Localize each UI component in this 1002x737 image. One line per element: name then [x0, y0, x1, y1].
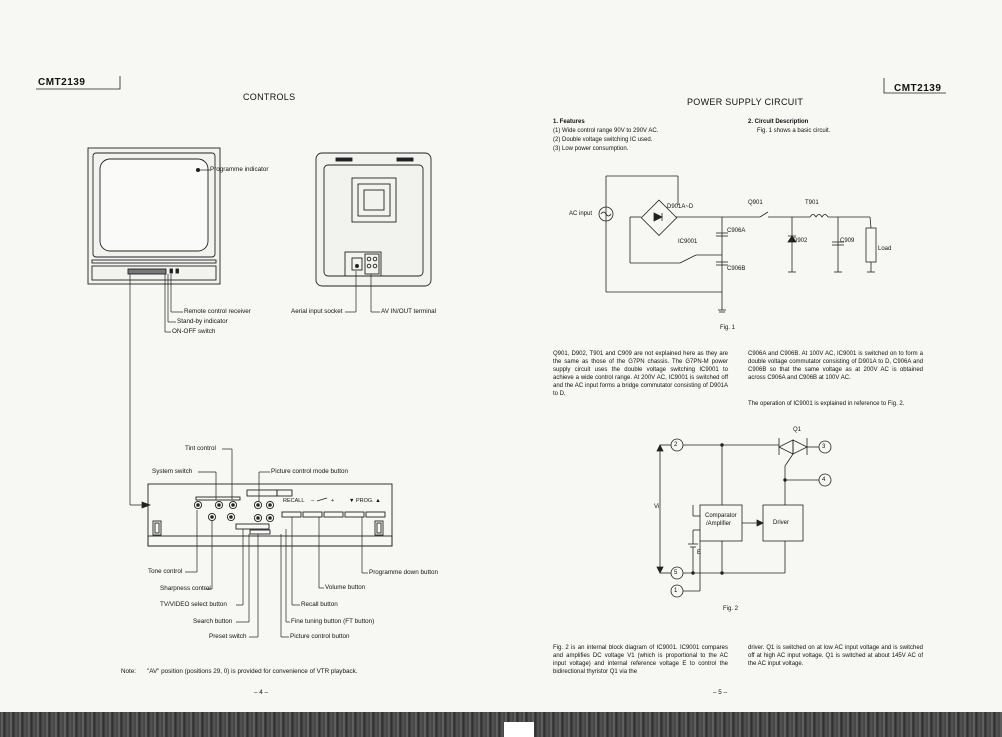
label-picture-mode-button: Picture control mode button [271, 468, 349, 475]
para2-right: driver. Q1 is switched on at low AC inpu… [748, 645, 923, 667]
right-model-label: CMT2139 [894, 83, 942, 94]
fig2-q1: Q1 [793, 427, 802, 433]
fig2-node-3: 3 [822, 444, 826, 450]
fig2-amplifier: /Amplifier [706, 521, 732, 527]
tv-rear-illustration [315, 152, 432, 287]
right-page-number: – 5 – [713, 689, 728, 696]
fig2-node-5: 5 [674, 570, 678, 576]
fig2-driver: Driver [773, 520, 789, 526]
left-model-label: CMT2139 [38, 77, 86, 88]
panel-prog-text: ▼ PROG. ▲ [349, 498, 381, 504]
para2-left: Fig. 2 is an internal block diagram of I… [553, 645, 728, 675]
panel-recall-text: RECALL [283, 498, 305, 504]
fig1-c906a: C906A [727, 228, 746, 234]
label-programme-indicator: Programme indicator [210, 166, 269, 173]
panel-leader-lines [185, 448, 368, 638]
note-label: Note: [121, 668, 137, 675]
fig1-circuit [598, 175, 877, 313]
fig1-ac-input: AC input [569, 211, 593, 217]
fig2-node-1: 1 [674, 588, 678, 594]
fig1-q901: Q901 [748, 200, 763, 206]
label-fine-tuning-button: Fine tuning button (FT button) [291, 618, 375, 625]
feature-item-3: (3) Low power consumption. [553, 146, 629, 152]
label-system-switch: System switch [152, 468, 193, 475]
label-volume-button: Volume button [325, 584, 366, 591]
label-tv-video-button: TV/VIDEO select button [160, 601, 227, 608]
fig2-node-4: 4 [822, 477, 826, 483]
left-header-rule [36, 76, 121, 90]
fig1-ic9001: IC9001 [678, 239, 698, 245]
fig1-t901: T901 [805, 200, 819, 206]
label-standby-indicator: Stand-by indicator [177, 318, 228, 325]
circuit-desc-text: Fig. 1 shows a basic circuit. [757, 128, 831, 134]
fig1-c909: C909 [840, 238, 855, 244]
right-header-rule [883, 78, 946, 94]
feature-item-1: (1) Wide control range 90V to 290V AC. [553, 128, 659, 134]
right-page-title: POWER SUPPLY CIRCUIT [687, 97, 804, 107]
fig2-node-2: 2 [674, 442, 678, 448]
label-sharpness-control: Sharpness control [160, 585, 211, 592]
features-heading: 1. Features [553, 119, 585, 125]
panel-minus-text: – [311, 498, 315, 504]
left-page-title: CONTROLS [243, 92, 296, 102]
label-preset-switch: Preset switch [209, 633, 247, 640]
scan-edge-gap [504, 722, 534, 737]
label-tone-control: Tone control [148, 568, 183, 575]
label-programme-down: Programme down button [369, 569, 438, 576]
fig2-vi: Vi [654, 504, 660, 510]
label-remote-receiver: Remote control receiver [184, 308, 251, 315]
fig1-d901: D901A~D [667, 204, 694, 210]
para1-right: C906A and C906B. At 100V AC, IC9001 is s… [748, 351, 923, 381]
scan-edge-band [0, 712, 1002, 737]
para1-left: Q901, D902, T901 and C909 are not explai… [553, 351, 728, 397]
fig1-load: Load [878, 246, 892, 252]
tv-leader-lines [129, 169, 380, 509]
fig2-caption: Fig. 2 [723, 606, 739, 612]
label-recall-button: Recall button [301, 601, 338, 608]
fig2-comparator: Comparator [705, 513, 737, 519]
left-page-number: – 4 – [254, 689, 269, 696]
label-onoff-switch: ON-OFF switch [172, 328, 216, 335]
fig2-junction-dots [691, 443, 787, 575]
fig2-e: E [697, 550, 702, 556]
label-search-button: Search button [193, 618, 233, 625]
label-aerial-socket: Aerial input socket [291, 308, 343, 315]
control-panel-illustration [147, 483, 393, 547]
para1-right-2: The operation of IC9001 is explained in … [748, 401, 905, 407]
panel-plus-text: + [331, 498, 335, 504]
fig1-d902: D902 [793, 238, 808, 244]
note-text: "AV" position (positions 29, 0) is provi… [147, 668, 358, 675]
feature-item-2: (2) Double voltage switching IC used. [553, 137, 653, 143]
label-av-terminal: AV IN/OUT terminal [381, 308, 437, 315]
fig2-block-diagram [656, 438, 832, 598]
label-picture-control-button: Picture control button [290, 633, 350, 640]
fig1-c906b: C906B [727, 266, 746, 272]
fig1-caption: Fig. 1 [720, 325, 736, 331]
tv-front-illustration [87, 147, 221, 285]
circuit-desc-heading: 2. Circuit Description [748, 119, 809, 125]
label-tint-control: Tint control [185, 445, 216, 452]
